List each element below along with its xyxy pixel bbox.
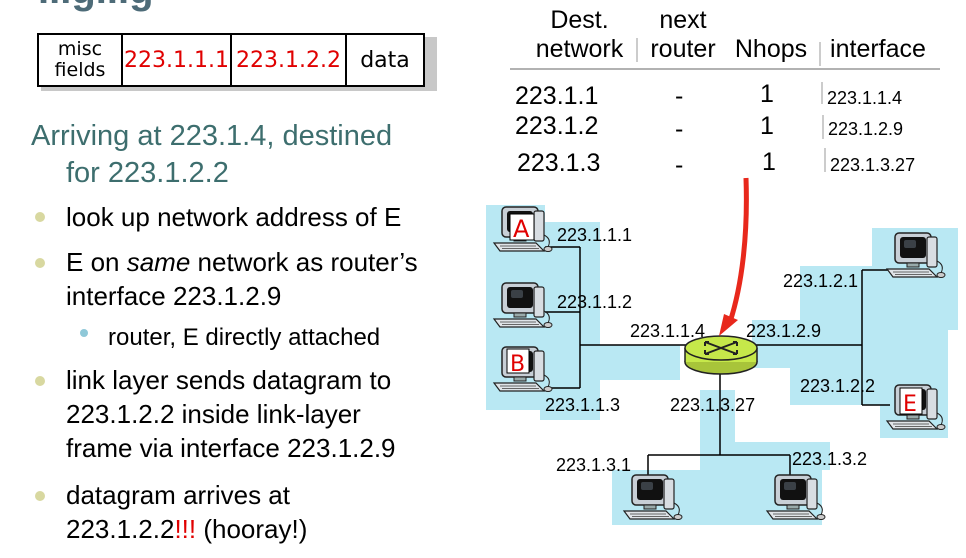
row3-iface: 223.1.3.27 [830, 155, 916, 175]
header-next: next router [640, 6, 726, 64]
misc-fields-cell: misc fields [39, 35, 123, 85]
bullet-2-post: network as router’s [190, 247, 418, 277]
slide-title: ...g...g [38, 0, 154, 13]
header-dest: Dest. network [532, 6, 627, 64]
bullet-3: link layer sends datagram to 223.1.2.2 i… [66, 363, 396, 465]
row3-dest: 223.1.3 [517, 149, 601, 177]
fields-label: fields [54, 59, 106, 81]
sub-bullet: router, E directly attached [108, 324, 381, 351]
bullet-2-line2: interface 223.1.2.9 [66, 281, 282, 311]
header-next-line2: router [650, 35, 716, 63]
sub-bullet-dot [80, 329, 88, 337]
ip-223-1-3-27: 223.1.3.27 [670, 395, 755, 415]
row1-dest: 223.1.1 [515, 82, 599, 110]
ip-223-1-1-2: 223.1.1.2 [557, 292, 632, 312]
row1-iface: 223.1.1.4 [827, 88, 903, 108]
bullet-3-line2: 223.1.2.2 inside link-layer [66, 399, 361, 429]
bullet-4-hooray: (hooray!) [196, 514, 308, 544]
header-next-line1: next [659, 6, 707, 34]
bullet-dot [35, 258, 45, 268]
bullet-3-line3: frame via interface 223.1.2.9 [66, 433, 396, 463]
header-interface: interface [830, 35, 926, 63]
bullet-3-line1: link layer sends datagram to [66, 365, 392, 395]
ip-223-1-1-1: 223.1.1.1 [557, 225, 632, 245]
bullet-2: E on same network as router’s interface … [66, 245, 418, 313]
routing-table: Dest. network next router Nhops interfac… [510, 0, 950, 190]
bullet-dot [35, 376, 45, 386]
label-a-box [509, 213, 535, 241]
ip-223-1-2-9: 223.1.2.9 [746, 321, 821, 341]
packet-shadow [423, 37, 437, 89]
host-e-label: E [903, 392, 917, 417]
bullet-1: look up network address of E [66, 202, 402, 232]
host-b-label: B [510, 352, 525, 377]
lookup-arrow [727, 177, 749, 323]
bullet-dot [35, 491, 45, 501]
table-lines [510, 38, 940, 172]
header-nhops: Nhops [734, 35, 808, 63]
row2-dest: 223.1.2 [515, 112, 599, 140]
datagram-header: misc fields 223.1.1.1 223.1.2.2 data [37, 33, 425, 87]
packet-shadow [41, 85, 437, 91]
router [684, 335, 758, 375]
row2-iface: 223.1.2.9 [828, 119, 904, 139]
header-dest-line2: network [535, 35, 624, 63]
misc-label: misc [57, 38, 103, 60]
ip-223-1-2-1: 223.1.2.1 [783, 271, 858, 291]
row2-nhops: 1 [760, 112, 774, 140]
ip-223-1-2-2: 223.1.2.2 [800, 376, 875, 396]
row1-nhops: 1 [760, 80, 774, 108]
data-cell: data [360, 47, 410, 73]
ip-223-1-3-2: 223.1.3.2 [792, 449, 867, 469]
ip-223-1-1-3: 223.1.1.3 [545, 395, 620, 415]
bullet-2-pre: E on [66, 247, 127, 277]
host-a-label: A [513, 215, 530, 243]
bullet-4-line1: datagram arrives at [66, 480, 290, 510]
row3-next: - [675, 151, 684, 179]
row2-next: - [675, 115, 684, 143]
bullet-2-em: same [126, 247, 191, 277]
bullet-dot [35, 212, 45, 222]
source-ip-cell: 223.1.1.1 [123, 35, 232, 85]
heading: Arriving at 223.1.4, destined for 223.1.… [31, 118, 392, 192]
dest-ip-cell: 223.1.2.2 [232, 35, 347, 85]
label-b-box [506, 348, 530, 374]
heading-line1: Arriving at 223.1.4, destined [31, 120, 393, 152]
bullet-4-ip: 223.1.2.2 [66, 514, 175, 544]
bullet-4-exclaim: !!! [174, 514, 197, 544]
label-e-box [899, 387, 923, 415]
row1-next: - [675, 82, 684, 110]
lookup-arrowhead [719, 314, 738, 336]
bullet-4: datagram arrives at 223.1.2.2!!! (hooray… [66, 478, 307, 546]
header-dest-line1: Dest. [550, 6, 609, 34]
ip-223-1-3-1: 223.1.3.1 [556, 455, 631, 475]
ip-223-1-1-4: 223.1.1.4 [630, 321, 705, 341]
heading-line2: for 223.1.2.2 [66, 157, 229, 189]
row3-nhops: 1 [762, 148, 776, 176]
